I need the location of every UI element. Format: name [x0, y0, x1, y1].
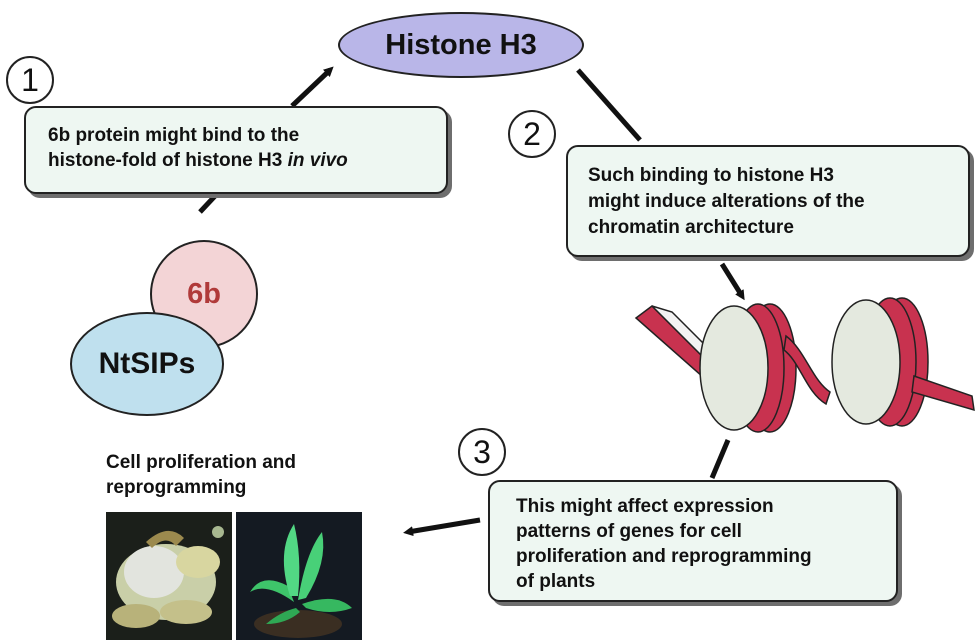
step3-line-3: proliferation and reprogramming	[516, 546, 812, 567]
photo-reprogramming	[236, 512, 362, 640]
photos-caption-line1: Cell proliferation and	[106, 452, 297, 473]
plant-illustration	[250, 524, 352, 638]
step3-line-4: of plants	[516, 571, 596, 592]
protein-6b-label: 6b	[187, 277, 221, 310]
step2-line-1: Such binding to histone H3	[588, 165, 834, 186]
nucleosome-2	[831, 299, 901, 425]
step3-box: This might affect expression patterns of…	[488, 480, 898, 602]
arrow-box1-to-histone	[290, 66, 334, 108]
step2-line-3: chromatin architecture	[588, 217, 794, 238]
callus-illustration	[112, 526, 224, 628]
step1-line2-text: histone-fold of histone H3	[48, 150, 288, 171]
arrow-6b-to-box1	[198, 194, 217, 214]
step3-line-1: This might affect expression	[516, 496, 774, 517]
ntsips-label: NtSIPs	[98, 347, 196, 380]
photos-caption-line2: reprogramming	[106, 477, 247, 498]
arrow-box3-to-photos	[403, 517, 481, 537]
histone-h3-label: Histone H3	[385, 28, 537, 61]
step1-line1: 6b protein might bind to the	[48, 125, 300, 146]
line-histone-to-box2	[576, 68, 642, 142]
photo-cell-proliferation	[106, 512, 232, 640]
step-number-2: 2	[508, 110, 556, 158]
step1-line2: histone-fold of histone H3 in vivo	[48, 148, 432, 173]
histone-h3-node: Histone H3	[338, 12, 584, 78]
step2-line-2: might induce alterations of the	[588, 191, 865, 212]
line-chromatin-to-box3	[709, 439, 731, 479]
nucleosome-1	[699, 305, 769, 431]
step-number-3: 3	[458, 428, 506, 476]
photos-caption: Cell proliferation and reprogramming	[106, 450, 296, 500]
step1-box: 6b protein might bind to the histone-fol…	[24, 106, 448, 194]
step3-line-2: patterns of genes for cell	[516, 521, 742, 542]
step-number-1: 1	[6, 56, 54, 104]
step2-box: Such binding to histone H3 might induce …	[566, 145, 970, 257]
ntsips-node: NtSIPs	[70, 312, 224, 416]
arrow-box2-to-chromatin	[719, 262, 745, 301]
step1-in-vivo: in vivo	[287, 150, 348, 171]
dna-ribbon-right	[911, 374, 975, 412]
dna-linker	[783, 334, 831, 406]
